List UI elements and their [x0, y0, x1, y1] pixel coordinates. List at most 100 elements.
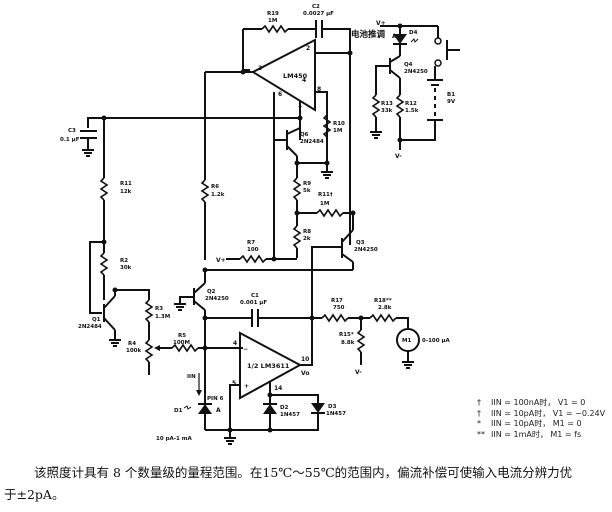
d1-ref: D1 — [174, 408, 183, 414]
vplus2-label: V+ — [216, 257, 226, 264]
note-row: †IIN = 10pA时， V1 = −0.24V — [477, 409, 605, 420]
c1-ref: C1 — [251, 293, 259, 299]
m1-ref: M1 — [402, 338, 411, 344]
r19-ref: R19 — [267, 11, 279, 17]
q4-value: 2N4250 — [404, 69, 428, 75]
wire — [400, 128, 436, 141]
r17-ref: R17 — [331, 298, 343, 304]
light-incident-icon — [183, 405, 192, 410]
transistor-q3-collector — [341, 253, 354, 263]
wire — [115, 289, 150, 300]
r5-value: 100M — [173, 340, 190, 346]
resistor-r12 — [395, 94, 405, 118]
anode-label: A — [216, 407, 221, 414]
r13-ref: R13 — [381, 101, 393, 107]
wire — [375, 65, 390, 95]
transistor-q6-collector — [286, 127, 301, 135]
diode-d2 — [263, 404, 277, 414]
r9-value: 5k — [303, 188, 311, 194]
note-mark: ** — [477, 429, 485, 439]
switch-contact — [434, 37, 442, 45]
b1-value: 9V — [447, 99, 456, 105]
opamp-u2 — [239, 331, 303, 400]
q4-ref: Q4 — [404, 62, 413, 68]
resistor-r2 — [99, 252, 109, 276]
vo-label: Vo — [301, 370, 309, 377]
r11-value: 12k — [120, 189, 132, 195]
r12-ref: R12 — [405, 101, 417, 107]
r4-ref: R4 — [128, 341, 136, 347]
photodiode-d1 — [198, 404, 212, 414]
junction — [267, 427, 273, 433]
anode-label: A — [392, 33, 397, 40]
d3-value: 1N457 — [326, 411, 346, 417]
c1-value: 0.001 μF — [240, 300, 267, 306]
transistor-q4-collector — [389, 69, 401, 79]
note-mark: † — [477, 398, 481, 407]
resistor-r5 — [171, 343, 199, 353]
wire — [89, 241, 104, 314]
notes-legend: † IIN = 100nA时， V1 = 0 †IIN = 10pA时， V1 =… — [477, 398, 605, 440]
r4-value: 100k — [126, 348, 141, 354]
note-text: IIN = 100nA时， V1 = 0 — [491, 398, 586, 407]
resistor-r10 — [322, 114, 332, 138]
resistor-r6 — [200, 179, 210, 203]
r15-ref: R15* — [339, 332, 354, 338]
q6-ref: Q6 — [300, 132, 309, 138]
r8-ref: R8 — [303, 229, 311, 235]
r2-ref: R2 — [120, 258, 128, 264]
c3-value: 0.1 μF — [60, 137, 80, 143]
note-row: † IIN = 100nA时， V1 = 0 — [477, 398, 605, 409]
r3-ref: R3 — [155, 306, 163, 312]
vminus-label: V- — [395, 153, 402, 160]
r11-dagger-value: 1M — [320, 201, 329, 207]
resistor-r17 — [321, 313, 349, 323]
opamp-u1-label: LM450 — [283, 72, 308, 80]
resistor-r18 — [369, 313, 397, 323]
light-emission-icon — [410, 38, 419, 43]
wire — [87, 117, 104, 128]
resistor-r3 — [144, 299, 154, 323]
q1-ref: Q1 — [92, 317, 101, 323]
transistor-q1-collector — [103, 295, 116, 309]
note-row: **IIN = 1mA时， M1 = fs — [477, 430, 605, 441]
wire — [242, 29, 250, 71]
wire — [270, 394, 319, 403]
switch-contact — [434, 59, 442, 67]
r7-ref: R7 — [247, 240, 255, 246]
transistor-q2-collector — [193, 300, 206, 311]
r9-ref: R9 — [303, 181, 311, 187]
pin-label: 4 — [233, 340, 237, 347]
circuit-schematic: R19 1M C2 0.0027 μF LM450 2 3 8 6 1 4 电池… — [60, 4, 460, 445]
d4-ref: D4 — [409, 30, 418, 36]
r6-ref: R6 — [211, 184, 219, 190]
pin-label: 3 — [258, 65, 262, 72]
r7-value: 100 — [247, 247, 259, 253]
pin-label: 4 — [302, 77, 306, 84]
r2-value: 30k — [120, 265, 132, 271]
d1-value: PIN 6 — [207, 396, 224, 402]
note-text: IIN = 10pA时， V1 = −0.24V — [491, 408, 606, 418]
resistor-r7 — [239, 254, 267, 264]
wire — [322, 28, 351, 57]
resistor-r11-dagger — [316, 208, 344, 218]
resistor-r11 — [99, 177, 109, 201]
diode-d4 — [393, 34, 407, 44]
r8-value: 2k — [303, 236, 311, 242]
r11-ref: R11 — [120, 181, 132, 187]
r6-value: 1.2k — [211, 192, 225, 198]
pin-label: 10 — [301, 356, 309, 363]
r10-ref: R10 — [333, 121, 345, 127]
vplus-label: V+ — [376, 20, 386, 27]
caption: 该照度计具有 8 个数量级的量程范围。在15℃～55℃的范围内，偏流补偿可使输入… — [4, 462, 610, 506]
r5-ref: R5 — [178, 333, 186, 339]
note-row: *IIN = 10pA时， M1 = 0 — [477, 419, 605, 430]
resistor-r19 — [261, 24, 289, 34]
transistor-q6-emitter — [286, 145, 298, 157]
wire — [315, 91, 328, 155]
wire — [396, 317, 409, 328]
battery-adjust-label: 电池推调 — [351, 29, 386, 40]
transistor-q4-emitter — [389, 55, 401, 63]
pin-label: 8 — [317, 86, 321, 93]
junction — [240, 69, 246, 75]
